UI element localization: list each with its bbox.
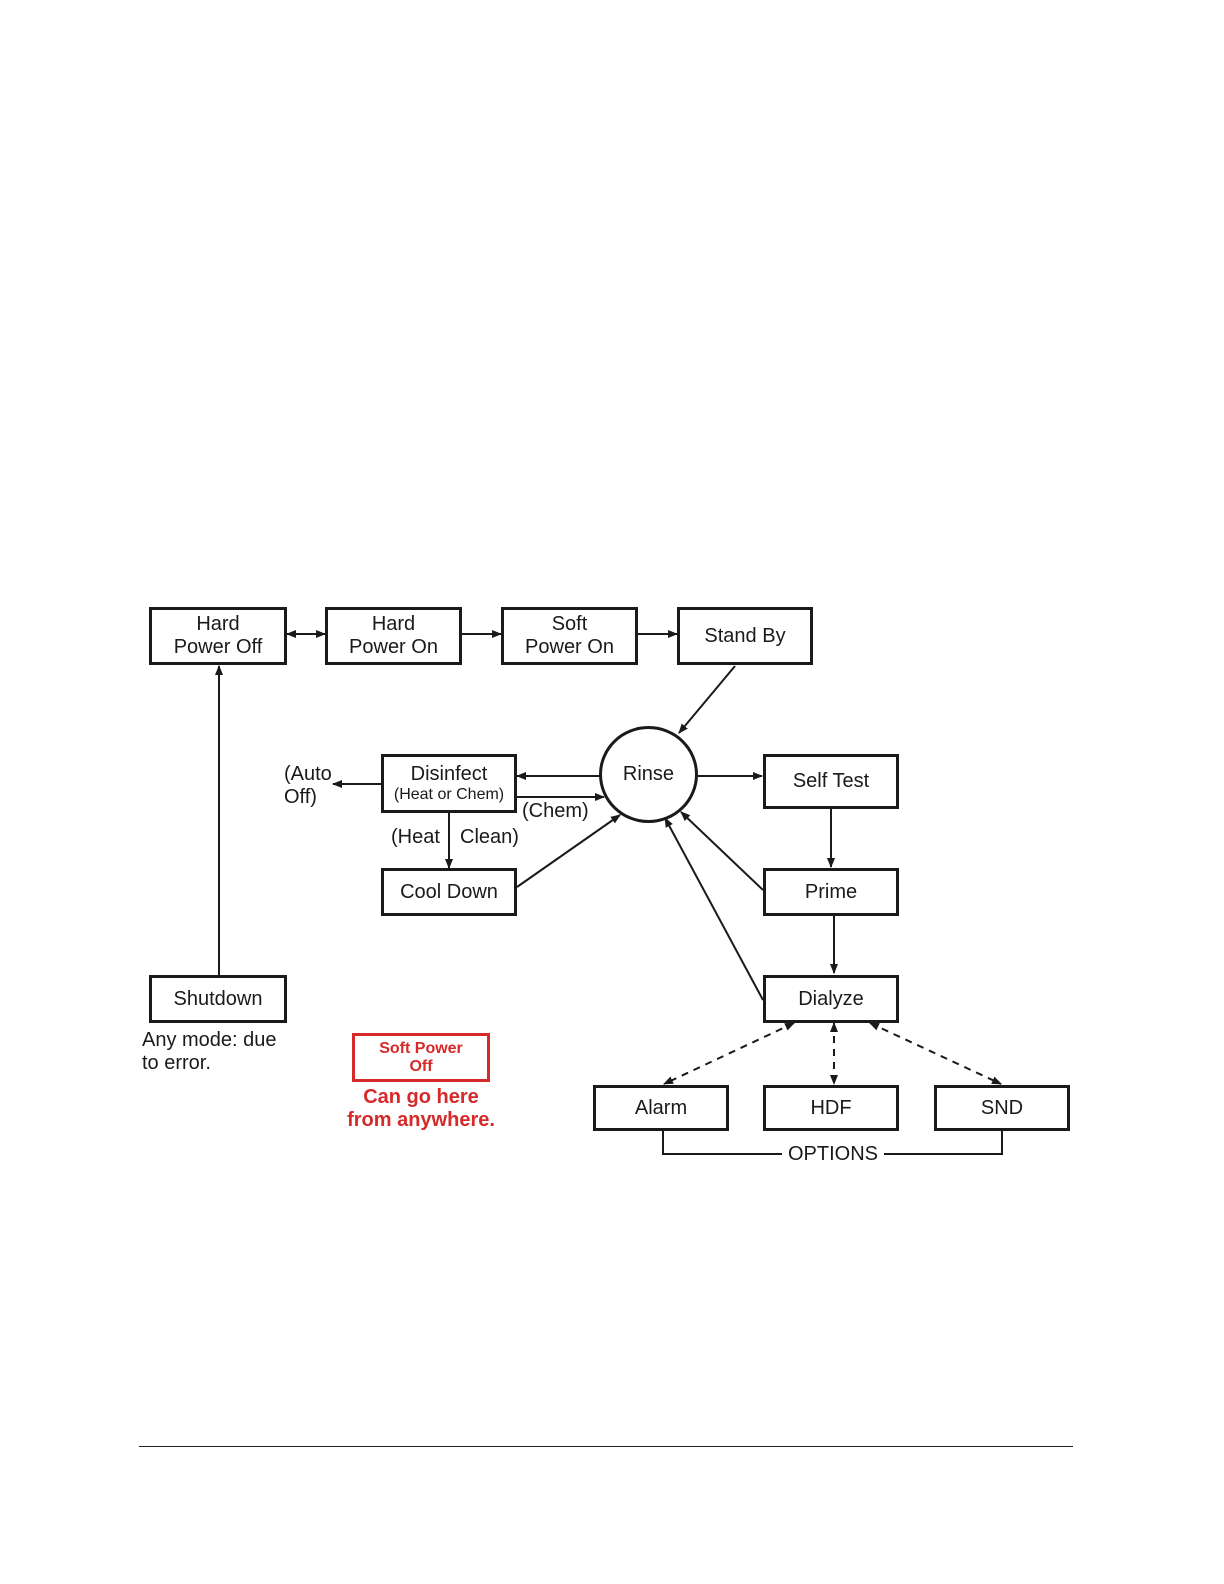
node-rinse: Rinse — [599, 726, 698, 823]
heat-label: (Heat — [391, 826, 440, 849]
node-disinfect-sublabel: (Heat or Chem) — [394, 786, 504, 804]
node-hard-power-on: Hard Power On — [325, 607, 462, 665]
node-prime-label: Prime — [805, 881, 857, 904]
node-snd: SND — [934, 1085, 1070, 1131]
node-hdf: HDF — [763, 1085, 899, 1131]
node-soft-power-off-line1: Soft Power — [379, 1040, 463, 1058]
node-alarm: Alarm — [593, 1085, 729, 1131]
node-alarm-label: Alarm — [635, 1097, 687, 1120]
node-soft-power-off: Soft Power Off — [352, 1033, 490, 1082]
node-hard-power-on-line2: Power On — [349, 636, 438, 659]
auto-off-label-line1: (Auto — [284, 763, 332, 786]
edge-cooldown-rinse — [517, 815, 620, 887]
edge-prime-rinse — [681, 812, 763, 890]
options-label: OPTIONS — [782, 1143, 884, 1166]
edge-dialyze-rinse — [665, 818, 763, 1000]
node-prime: Prime — [763, 868, 899, 916]
node-hard-power-off: Hard Power Off — [149, 607, 287, 665]
soft-power-off-note-line1: Can go here — [331, 1086, 511, 1109]
node-dialyze: Dialyze — [763, 975, 899, 1023]
node-disinfect: Disinfect (Heat or Chem) — [381, 754, 517, 813]
soft-power-off-note: Can go here from anywhere. — [331, 1086, 511, 1132]
auto-off-label: (Auto Off) — [284, 763, 332, 809]
edge-standby-rinse — [679, 666, 735, 733]
shutdown-note-line2: to error. — [142, 1052, 277, 1075]
node-disinfect-label: Disinfect — [411, 763, 488, 786]
node-cool-down: Cool Down — [381, 868, 517, 916]
node-soft-power-on: Soft Power On — [501, 607, 638, 665]
node-self-test: Self Test — [763, 754, 899, 809]
node-hard-power-on-line1: Hard — [372, 613, 415, 636]
node-soft-power-off-line2: Off — [409, 1058, 432, 1076]
auto-off-label-line2: Off) — [284, 786, 332, 809]
chem-label: (Chem) — [522, 800, 589, 823]
clean-label: Clean) — [460, 826, 519, 849]
node-soft-power-on-line2: Power On — [525, 636, 614, 659]
soft-power-off-note-line2: from anywhere. — [331, 1109, 511, 1132]
node-hdf-label: HDF — [810, 1097, 851, 1120]
edge-dialyze-snd — [870, 1023, 1001, 1084]
node-stand-by: Stand By — [677, 607, 813, 665]
node-dialyze-label: Dialyze — [798, 988, 864, 1011]
shutdown-note-line1: Any mode: due — [142, 1029, 277, 1052]
shutdown-note: Any mode: due to error. — [142, 1029, 277, 1075]
node-hard-power-off-line2: Power Off — [174, 636, 263, 659]
footer-rule — [139, 1446, 1073, 1447]
edge-dialyze-alarm — [664, 1023, 794, 1084]
node-soft-power-on-line1: Soft — [552, 613, 588, 636]
node-shutdown: Shutdown — [149, 975, 287, 1023]
node-hard-power-off-line1: Hard — [196, 613, 239, 636]
node-cool-down-label: Cool Down — [400, 881, 498, 904]
node-snd-label: SND — [981, 1097, 1023, 1120]
node-shutdown-label: Shutdown — [174, 988, 263, 1011]
node-rinse-label: Rinse — [623, 763, 674, 786]
node-stand-by-label: Stand By — [704, 625, 785, 648]
node-self-test-label: Self Test — [793, 770, 869, 793]
